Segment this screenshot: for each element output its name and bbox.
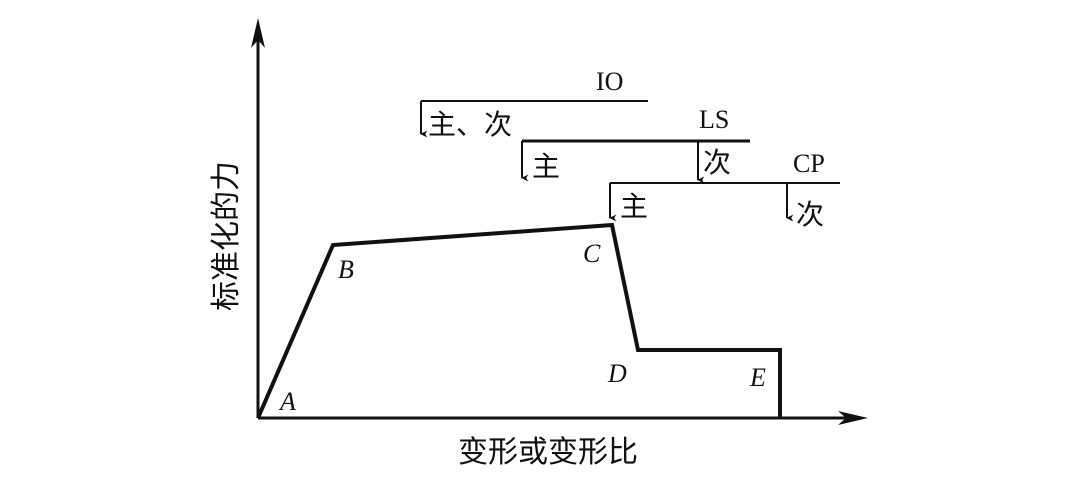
y-axis-label: 标准化的力 xyxy=(209,161,244,311)
point-label-d: D xyxy=(607,359,627,388)
performance-level-io: IO 主、次 xyxy=(420,67,648,141)
ls-primary-label: 主 xyxy=(532,150,560,183)
point-label-c: C xyxy=(583,239,601,268)
cp-secondary-label: 次 xyxy=(796,198,824,231)
point-label-a: A xyxy=(278,387,296,416)
y-axis-arrowhead xyxy=(251,18,265,48)
point-label-b: B xyxy=(338,255,354,284)
performance-level-ls: LS 主 次 xyxy=(521,105,750,184)
ls-label: LS xyxy=(699,105,729,134)
performance-level-cp: CP 主 次 xyxy=(609,149,840,231)
axes xyxy=(251,18,868,425)
cp-label: CP xyxy=(793,149,825,178)
x-axis-arrowhead xyxy=(838,411,868,425)
io-primary-secondary-label: 主、次 xyxy=(428,108,512,141)
cp-primary-label: 主 xyxy=(620,190,648,223)
point-label-e: E xyxy=(749,363,766,392)
io-label: IO xyxy=(596,67,623,96)
force-deformation-curve xyxy=(256,222,782,419)
x-axis-label: 变形或变形比 xyxy=(458,435,638,470)
ls-secondary-label: 次 xyxy=(703,146,731,179)
